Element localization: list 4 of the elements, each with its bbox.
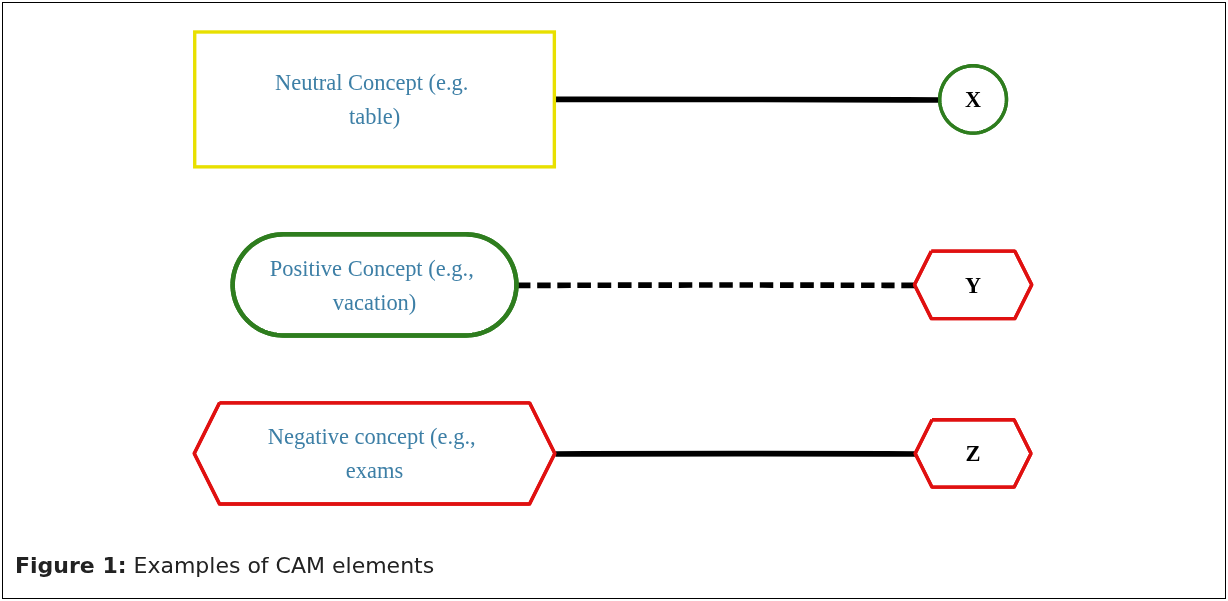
node-box: Neutral Concept (e.g. table): [193, 30, 557, 169]
connector: [555, 450, 916, 457]
figure-caption: Figure 1: Examples of CAM elements: [15, 553, 435, 578]
connector: [554, 96, 941, 103]
